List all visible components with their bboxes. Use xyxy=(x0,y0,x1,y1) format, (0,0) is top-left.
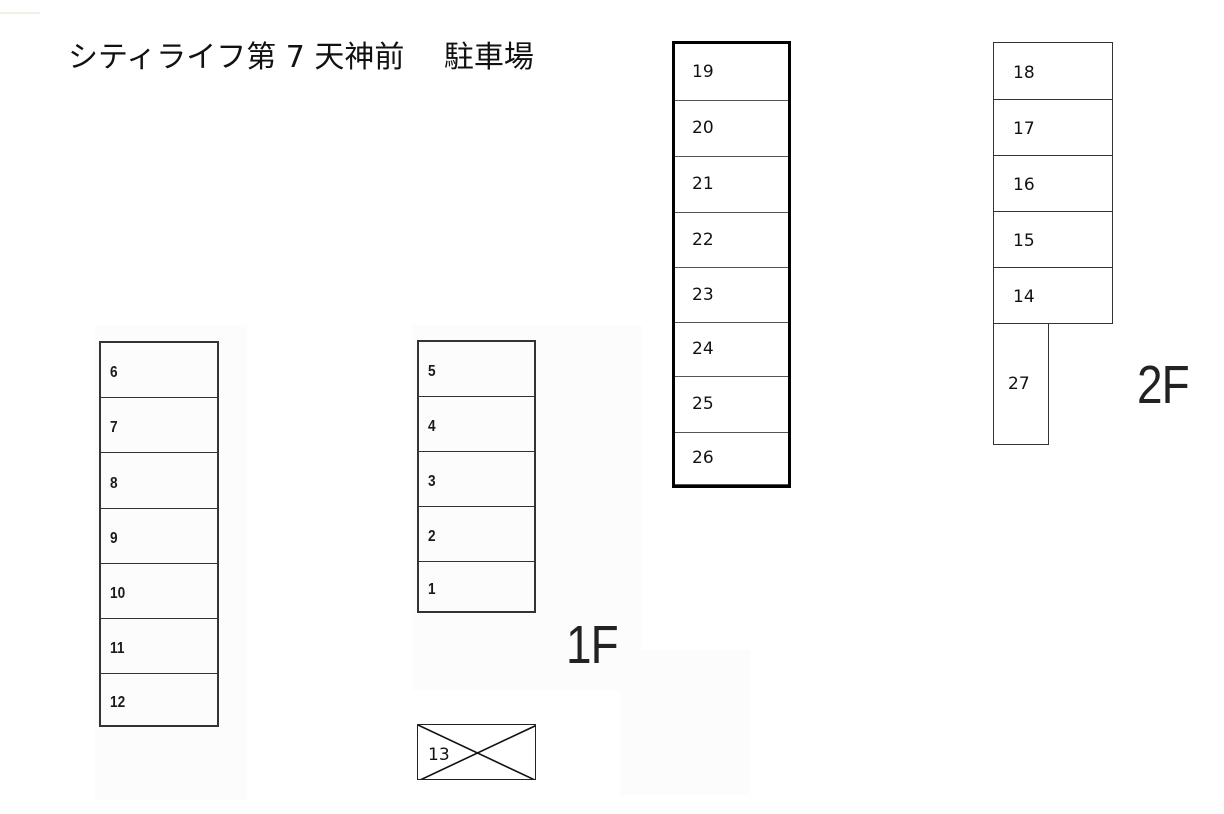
parking-slot-8[interactable]: 8 xyxy=(101,453,217,509)
corner-scan-mark xyxy=(0,12,40,14)
parking-slot-6[interactable]: 6 xyxy=(101,343,217,398)
parking-column-2f-center: 19 20 21 22 23 24 25 26 xyxy=(672,41,791,488)
parking-slot-20[interactable]: 20 xyxy=(675,101,788,157)
slot-number: 12 xyxy=(110,693,126,711)
slot-number: 7 xyxy=(110,419,118,436)
parking-slot-24[interactable]: 24 xyxy=(675,323,788,377)
slot-number: 13 xyxy=(428,745,450,765)
parking-slot-14[interactable]: 14 xyxy=(994,268,1112,322)
slot-number: 19 xyxy=(692,61,714,82)
slot-number: 25 xyxy=(692,394,714,414)
parking-slot-19[interactable]: 19 xyxy=(675,44,788,101)
slot-number: 21 xyxy=(692,174,714,194)
parking-column-2f-right: 18 17 16 15 14 xyxy=(993,42,1113,324)
slot-number: 26 xyxy=(692,448,714,468)
scan-background-left xyxy=(95,325,247,800)
slot-number: 22 xyxy=(692,229,714,250)
parking-slot-25[interactable]: 25 xyxy=(675,377,788,433)
parking-slot-22[interactable]: 22 xyxy=(675,213,788,268)
parking-slot-12[interactable]: 12 xyxy=(101,674,217,725)
slot-number: 1 xyxy=(428,580,436,598)
parking-slot-16[interactable]: 16 xyxy=(994,156,1112,212)
slot-number: 10 xyxy=(110,585,126,602)
parking-slot-3[interactable]: 3 xyxy=(419,452,534,507)
parking-slot-4[interactable]: 4 xyxy=(419,397,534,452)
slot-number: 17 xyxy=(1013,119,1035,139)
slot-number: 5 xyxy=(428,363,436,380)
slot-number: 4 xyxy=(428,418,436,435)
parking-slot-9[interactable]: 9 xyxy=(101,509,217,564)
parking-slot-5[interactable]: 5 xyxy=(419,342,534,397)
parking-slot-15[interactable]: 15 xyxy=(994,212,1112,268)
slot-number: 11 xyxy=(110,640,125,657)
parking-column-1f-left: 6 7 8 9 10 11 12 xyxy=(99,341,219,727)
scan-background-middle xyxy=(412,325,642,690)
parking-slot-23[interactable]: 23 xyxy=(675,268,788,323)
parking-slot-21[interactable]: 21 xyxy=(675,157,788,213)
parking-slot-11[interactable]: 11 xyxy=(101,619,217,674)
slot-number: 20 xyxy=(692,118,714,138)
slot-number: 27 xyxy=(1008,373,1030,394)
slot-number: 8 xyxy=(110,474,118,492)
slot-number: 9 xyxy=(110,530,118,547)
floor-label-1f: 1F xyxy=(566,615,619,675)
slot-number: 15 xyxy=(1013,231,1035,251)
scan-background-lower-right xyxy=(620,650,750,795)
parking-slot-17[interactable]: 17 xyxy=(994,100,1112,156)
parking-slot-13-unavailable: 13 xyxy=(417,724,536,780)
parking-slot-27[interactable]: 27 xyxy=(993,323,1049,445)
parking-slot-7[interactable]: 7 xyxy=(101,398,217,453)
floor-label-2f: 2F xyxy=(1137,355,1190,415)
parking-slot-26[interactable]: 26 xyxy=(675,433,788,485)
parking-slot-2[interactable]: 2 xyxy=(419,507,534,562)
slot-number: 16 xyxy=(1013,175,1035,195)
page-title: シティライフ第 7 天神前 駐車場 xyxy=(68,40,534,75)
slot-number: 24 xyxy=(692,339,714,359)
parking-slot-18[interactable]: 18 xyxy=(994,43,1112,100)
parking-column-1f-middle: 5 4 3 2 1 xyxy=(417,340,536,613)
parking-slot-10[interactable]: 10 xyxy=(101,564,217,619)
parking-slot-1[interactable]: 1 xyxy=(419,562,534,611)
slot-number: 23 xyxy=(692,284,714,305)
cross-out-icon xyxy=(418,725,535,779)
slot-number: 18 xyxy=(1013,62,1035,83)
slot-number: 2 xyxy=(428,528,436,545)
slot-number: 3 xyxy=(428,473,436,490)
slot-number: 14 xyxy=(1013,286,1035,307)
slot-number: 6 xyxy=(110,364,118,381)
